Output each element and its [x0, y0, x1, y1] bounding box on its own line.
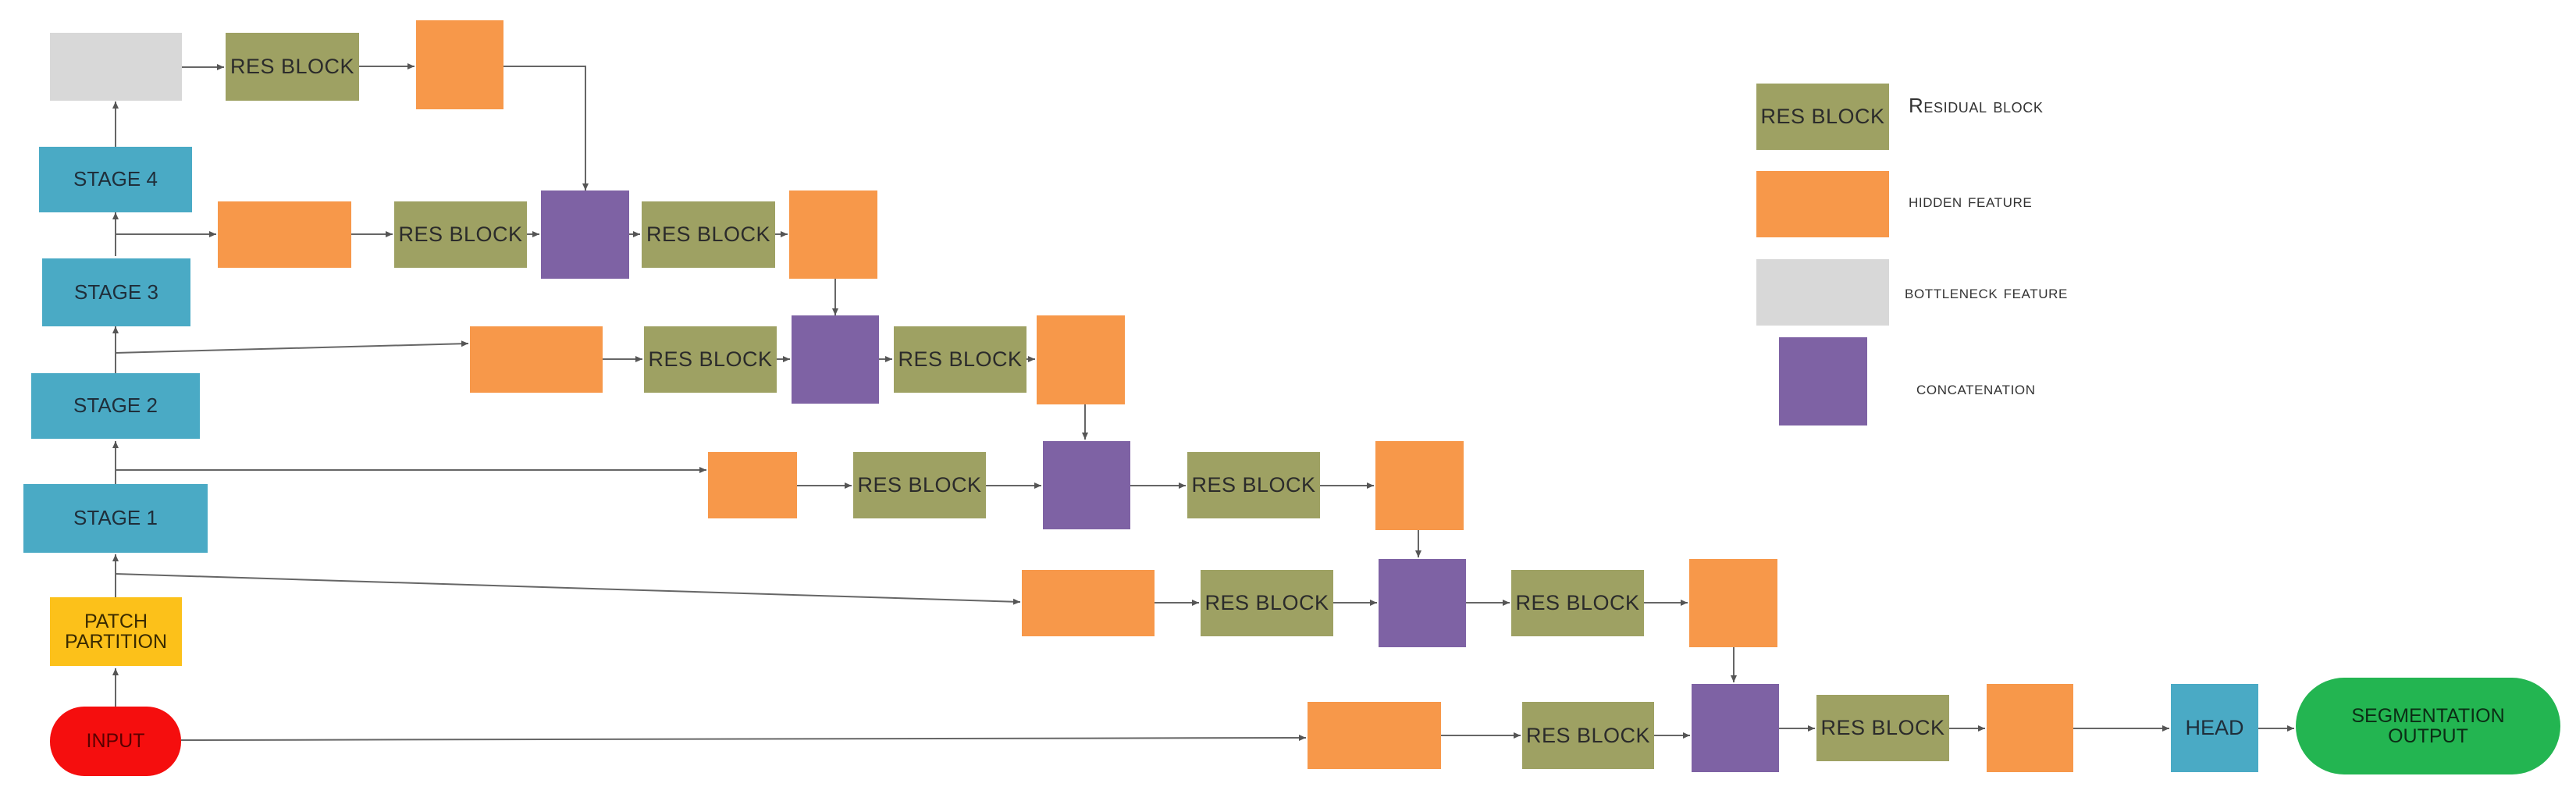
hidden-feature-row2-a [708, 452, 797, 518]
res-block-row2-a: RES BLOCK [853, 452, 986, 518]
hidden-feature-row1-a [1022, 570, 1155, 636]
hidden-feature-row3-a [470, 326, 603, 393]
res-block-row1-b: RES BLOCK [1511, 570, 1644, 636]
hidden-feature-row2-b [1375, 441, 1464, 530]
legend-concatenation-label: concatenation [1916, 378, 2036, 399]
legend-concatenation-swatch [1779, 337, 1867, 425]
res-block-row4-b: RES BLOCK [642, 201, 775, 268]
hidden-feature-row4-b [789, 190, 877, 279]
res-block-row3-a: RES BLOCK [644, 326, 777, 393]
concat-row3 [792, 315, 879, 404]
res-block-row1-a: RES BLOCK [1201, 570, 1333, 636]
res-block-row0-a: RES BLOCK [1522, 702, 1654, 769]
legend-bottleneck-swatch [1756, 259, 1889, 326]
concat-row1 [1379, 559, 1466, 647]
res-block-label: RES BLOCK [898, 347, 1023, 372]
res-block-label: RES BLOCK [646, 223, 771, 247]
segmentation-output-label: SEGMENTATION OUTPUT [2351, 704, 2505, 747]
res-block-label: RES BLOCK [648, 347, 773, 372]
head-box: HEAD [2171, 684, 2258, 772]
arrow-stage1-skip [115, 573, 1021, 605]
res-block-label: RES BLOCK [1525, 723, 1651, 747]
head-label: HEAD [2185, 716, 2244, 740]
legend-hidden-feature-swatch [1756, 171, 1889, 237]
res-block-label: RES BLOCK [1515, 591, 1640, 615]
res-block-label: RES BLOCK [229, 55, 355, 79]
stage4-box: STAGE 4 [39, 147, 192, 212]
res-block-label: RES BLOCK [1204, 591, 1329, 615]
bottleneck-feature-box [50, 33, 182, 101]
res-block-row4-a: RES BLOCK [394, 201, 527, 268]
hidden-feature-row1-b [1689, 559, 1777, 647]
stage3-box: STAGE 3 [42, 258, 190, 326]
legend-residual-block-label: Residual block [1909, 94, 2044, 117]
concat-row2 [1043, 441, 1130, 529]
legend-res-block-swatch: RES BLOCK [1756, 84, 1889, 150]
res-block-top: RES BLOCK [226, 33, 359, 101]
stage4-label: STAGE 4 [73, 167, 158, 191]
connector-arrows [112, 63, 2294, 742]
legend-bottleneck-feature-label: bottleneck feature [1905, 282, 2068, 303]
arrow-stage3-skip [115, 340, 469, 354]
stage3-label: STAGE 3 [74, 280, 158, 304]
res-block-label: RES BLOCK [1820, 716, 1945, 740]
arrow-input-skip [180, 735, 1307, 742]
res-block-label: RES BLOCK [857, 473, 982, 497]
input-label: INPUT [86, 730, 145, 753]
res-block-row2-b: RES BLOCK [1187, 452, 1320, 518]
segmentation-output-box: SEGMENTATION OUTPUT [2296, 678, 2560, 774]
stage1-box: STAGE 1 [23, 484, 208, 553]
res-block-label: RES BLOCK [1191, 473, 1316, 497]
stage1-label: STAGE 1 [73, 506, 158, 530]
concat-row4 [541, 190, 629, 279]
hidden-feature-row0-b [1987, 684, 2073, 772]
concat-row0 [1692, 684, 1779, 772]
res-block-row3-b: RES BLOCK [894, 326, 1026, 393]
hidden-feature-row0-a [1308, 702, 1441, 769]
legend-res-block-sample: RES BLOCK [1760, 105, 1885, 129]
stage2-box: STAGE 2 [31, 373, 200, 439]
legend-hidden-feature-label: hidden feature [1909, 190, 2033, 212]
stage2-label: STAGE 2 [73, 393, 158, 418]
patch-partition-box: PATCH PARTITION [50, 597, 182, 666]
hidden-feature-row3-b [1037, 315, 1125, 404]
res-block-label: RES BLOCK [398, 223, 523, 247]
hidden-feature-top [416, 20, 503, 109]
patch-partition-label: PATCH PARTITION [64, 610, 168, 653]
res-block-row0-b: RES BLOCK [1816, 695, 1949, 761]
arrow-top-hidden-to-concat [503, 66, 589, 190]
input-box: INPUT [50, 707, 181, 776]
hidden-feature-row4-a [218, 201, 351, 268]
